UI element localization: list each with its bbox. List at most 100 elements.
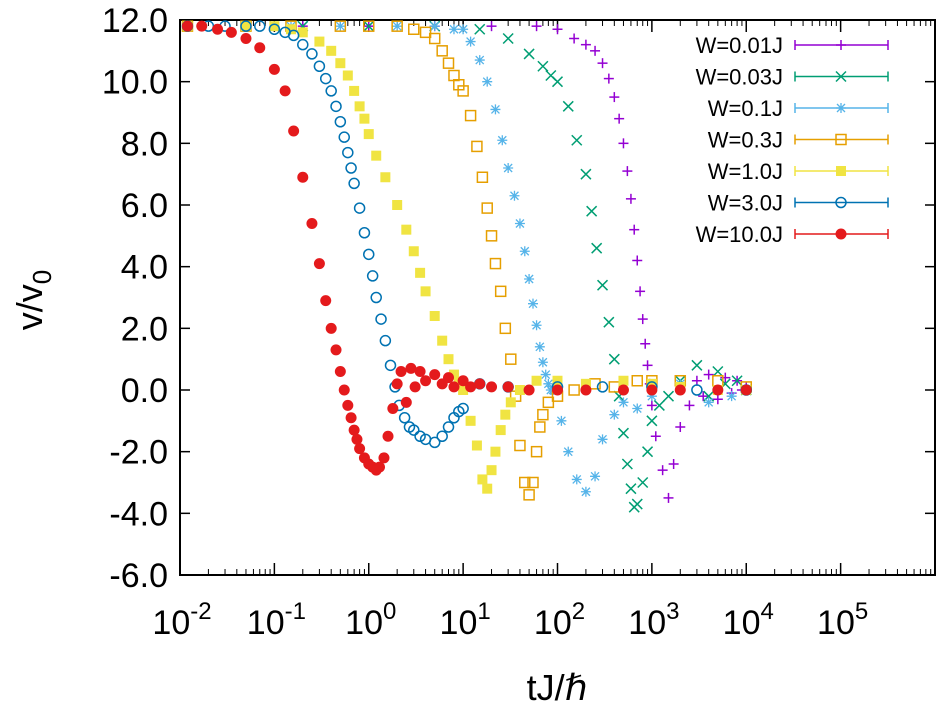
legend-label: W=1.0J [708,159,783,184]
data-point [580,168,592,180]
data-point [596,381,609,393]
data-point [268,63,280,75]
data-point [351,433,363,445]
data-point [490,446,501,457]
data-point [523,48,535,60]
data-point [617,427,629,439]
y-axis-label: v/v0 [9,270,57,330]
data-point [313,258,325,270]
data-point [285,24,296,35]
data-point [330,100,342,113]
data-point [338,384,350,396]
data-point [631,375,644,387]
data-point [537,60,549,72]
data-point [653,399,665,411]
data-point [405,362,417,374]
data-point [363,20,375,32]
data-point [401,224,412,235]
data-point [580,378,591,389]
data-point [527,476,539,489]
legend-marker [835,133,847,146]
data-point [306,218,318,229]
y-axis-label-base: v/v [9,284,50,330]
data-point [354,443,366,455]
data-point [465,381,477,393]
data-point [334,116,347,128]
data-point [552,375,563,386]
y-tick-label: 2.0 [121,310,168,348]
data-point [428,32,441,45]
data-point [382,430,394,442]
data-point [363,248,375,261]
data-point [543,378,554,389]
data-point [306,48,318,60]
data-point [530,445,543,458]
data-point [437,335,448,346]
data-point [609,409,620,420]
data-point [497,135,508,146]
data-point [542,396,555,409]
data-point [502,381,514,393]
data-point [345,162,357,174]
data-point [642,446,654,458]
data-point [320,295,332,307]
x-tick-label: 10-2 [152,598,211,642]
data-point [662,390,675,402]
data-point [481,202,493,214]
y-tick-label: -2.0 [109,434,168,472]
data-point [335,58,346,69]
data-point [392,200,403,210]
data-point [240,21,251,32]
data-point [254,42,266,54]
data-point [279,85,291,97]
series-W=0.3J [181,20,752,501]
data-point [212,23,224,35]
data-point [408,246,419,257]
data-point [458,24,469,35]
data-point [288,125,300,137]
data-point [436,430,448,442]
data-point [540,369,551,380]
data-point [254,20,266,32]
data-point [465,415,476,426]
data-point [617,384,629,396]
data-point [448,381,460,393]
data-point [419,26,432,39]
data-point [580,486,591,497]
data-point [534,341,545,352]
data-point [429,21,440,32]
legend-marker [836,103,846,113]
data-point [519,246,530,257]
data-point [375,313,387,325]
data-point [503,163,514,173]
data-point [523,489,535,501]
data-point [442,421,455,433]
data-point [325,322,337,334]
data-point [391,20,403,32]
data-point [646,384,658,396]
data-point [395,366,407,377]
data-point [297,38,309,51]
data-point [646,391,657,402]
data-point [428,436,441,449]
data-point [514,385,525,395]
data-point [596,279,609,291]
data-point [474,23,486,35]
legend-label: W=10.0J [696,222,783,247]
data-point [464,109,477,122]
data-point [625,483,637,495]
data-point [354,101,365,112]
data-point [474,55,485,66]
data-point [448,24,459,35]
data-point [414,430,426,442]
data-point [476,171,489,183]
data-point [551,76,564,88]
data-point [531,320,542,331]
series-W=0.01J [182,21,752,503]
data-point [334,366,346,377]
data-point [348,424,360,436]
data-point [691,384,703,396]
data-point [471,440,482,451]
data-point [408,424,420,436]
data-point [502,32,514,45]
